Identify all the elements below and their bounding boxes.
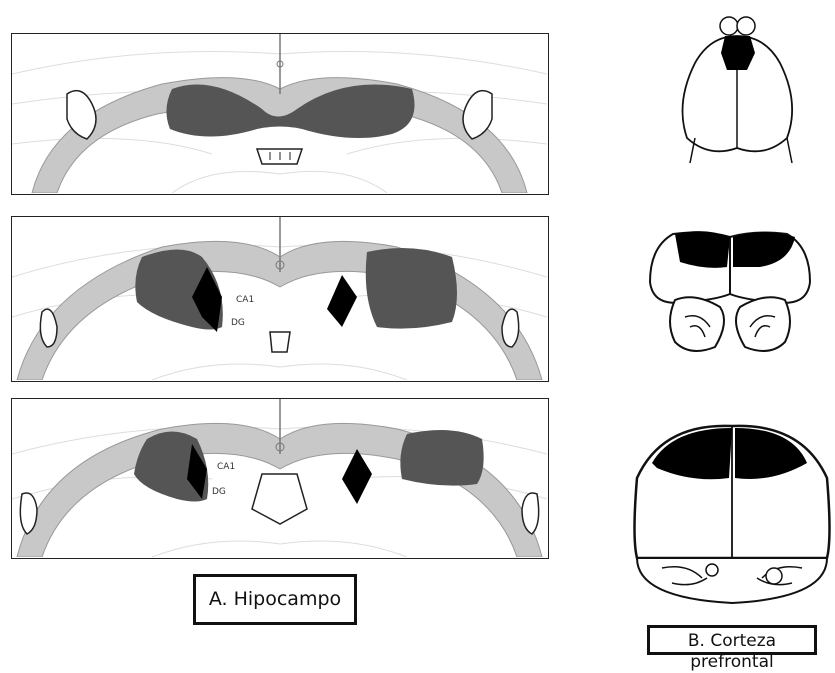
label-prefrontal-line1: B. Corteza [650,631,814,652]
label-hippocampus-text: A. Hipocampo [209,588,341,610]
region-label-dg-a3: DG [212,487,226,497]
label-prefrontal-cortex: B. Corteza prefrontal [647,625,817,655]
region-label-ca1-a2: CA1 [236,295,254,305]
hippocampus-section-1 [11,33,549,195]
hippocampus-section-3: CA1 DG [11,398,549,559]
prefrontal-dorsal-view [675,8,805,168]
hippocampus-section-2: CA1 DG [11,216,549,382]
label-prefrontal-line2: prefrontal [650,652,814,673]
region-label-dg-a2: DG [231,318,245,328]
prefrontal-coronal-anterior [645,222,815,367]
prefrontal-coronal-posterior [632,418,832,608]
region-label-ca1-a3: CA1 [217,462,235,472]
label-hippocampus: A. Hipocampo [193,574,357,625]
